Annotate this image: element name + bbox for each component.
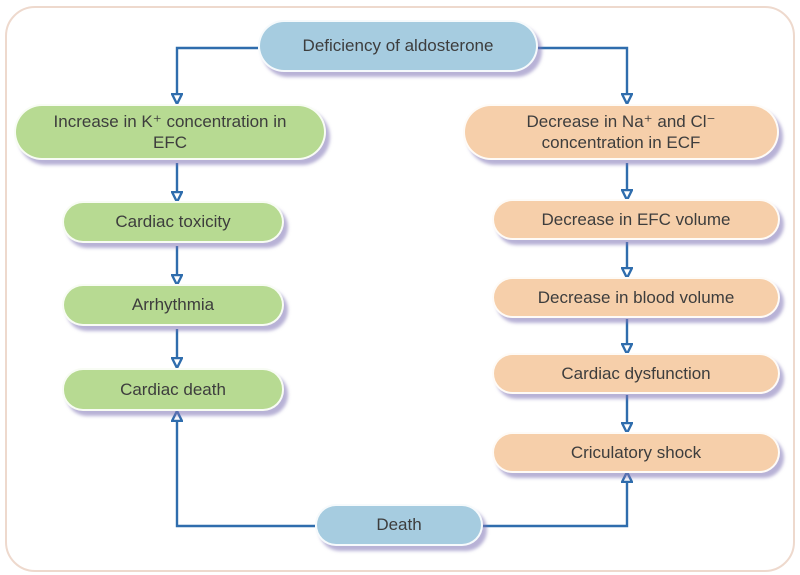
edge-death-to-criculatory-shock (483, 481, 627, 528)
node-decrease-blood-volume: Decrease in blood volume (492, 277, 780, 318)
node-arrhythmia: Arrhythmia (62, 284, 284, 326)
node-criculatory-shock: Criculatory shock (492, 432, 780, 473)
node-increase-k-efc: Increase in K⁺ concentration in EFC (14, 104, 326, 160)
node-decrease-efc-volume: Decrease in EFC volume (492, 199, 780, 240)
node-cardiac-death: Cardiac death (62, 368, 284, 411)
node-death: Death (315, 504, 483, 546)
edge-root-to-right (538, 46, 627, 95)
edge-death-to-cardiac-death (177, 420, 315, 528)
node-cardiac-dysfunction: Cardiac dysfunction (492, 353, 780, 394)
node-deficiency-of-aldosterone: Deficiency of aldosterone (258, 20, 538, 72)
node-decrease-na-cl-ecf: Decrease in Na⁺ and Cl⁻ concentration in… (463, 104, 779, 160)
node-cardiac-toxicity: Cardiac toxicity (62, 201, 284, 243)
edge-root-to-left (177, 46, 258, 95)
